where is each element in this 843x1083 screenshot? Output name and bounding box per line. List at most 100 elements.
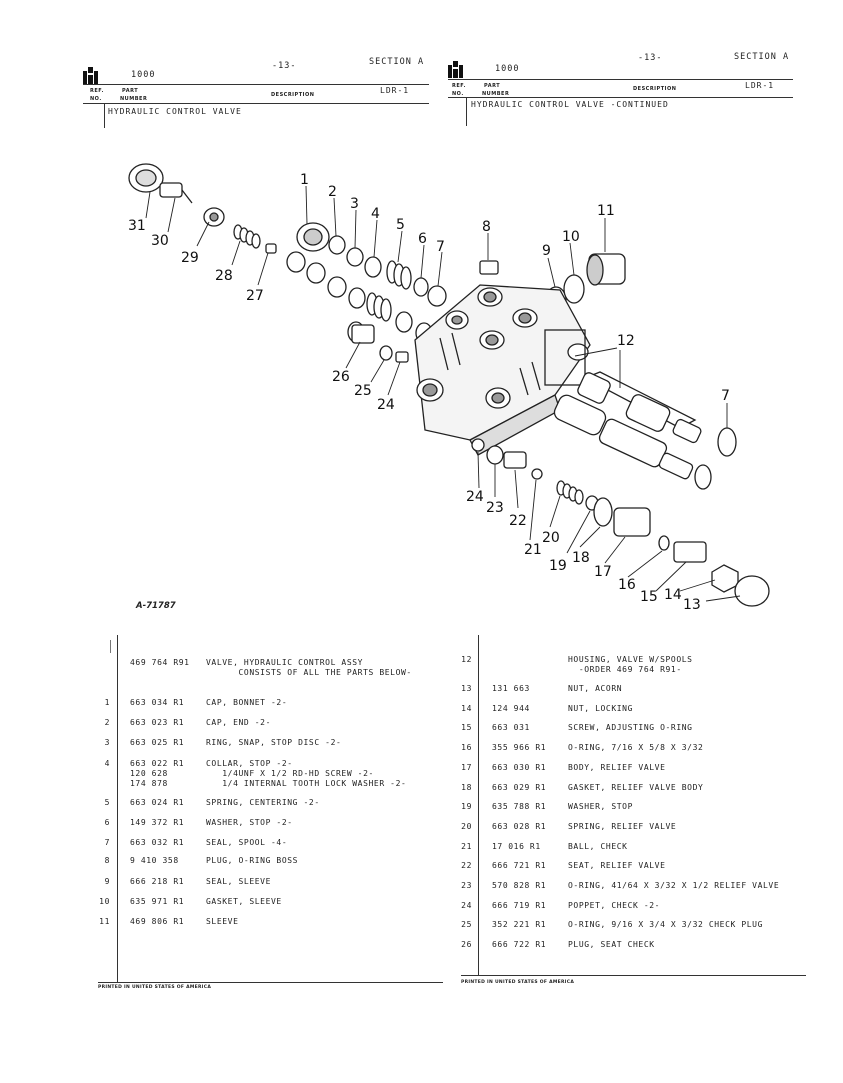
sleeve-gasket-shape [563, 274, 585, 304]
part-number: 17 016 R1 [492, 842, 541, 851]
ref-number: 18 [461, 783, 472, 792]
part-description: SEAT, RELIEF VALVE [568, 861, 666, 870]
callout-2: 2 [328, 184, 337, 200]
part-number: 9 410 358 [130, 856, 179, 865]
ref-number: 25 [461, 920, 472, 929]
part-description: NUT, ACORN [568, 684, 623, 693]
part-number: 663 029 R1 [492, 783, 547, 792]
left-section: SECTION A [369, 57, 425, 67]
part-description: SEAL, SPOOL -4- [206, 838, 288, 847]
cap-end-shape [328, 235, 346, 255]
part-description: -ORDER 469 764 R91- [568, 665, 682, 674]
right-printed-note: PRINTED IN UNITED STATES OF AMERICA [461, 980, 575, 985]
part-description: O-RING, 41/64 X 3/32 X 1/2 RELIEF VALVE [568, 881, 780, 890]
part-number: 663 025 R1 [130, 738, 185, 747]
part-number: 663 030 R1 [492, 763, 547, 772]
left-subtitle: HYDRAULIC CONTROL VALVE [108, 107, 242, 116]
part-description: HOUSING, VALVE W/SPOOLS [568, 655, 693, 664]
callout-17: 17 [594, 564, 612, 580]
adjusting-screw-shape [673, 541, 707, 563]
left-col-no: NO. [90, 96, 102, 102]
part-number: 131 663 [492, 684, 530, 693]
callout-26: 26 [332, 369, 350, 385]
part-description: CAP, END -2- [206, 718, 271, 727]
leader-lines [145, 185, 741, 602]
part-number: 663 023 R1 [130, 718, 185, 727]
part-description: PLUG, SEAT CHECK [568, 940, 655, 949]
oring-boss-plug-shape [479, 260, 499, 275]
callout-31: 31 [128, 218, 146, 234]
screw-shape [159, 182, 183, 198]
callout-4: 4 [371, 206, 380, 222]
spool-seal-right-shape [717, 427, 737, 457]
part-description: WASHER, STOP [568, 802, 633, 811]
right-footer-rule [461, 975, 806, 976]
ref-number: 16 [461, 743, 472, 752]
ref-number: 12 [461, 655, 472, 664]
ref-number: 10 [99, 897, 110, 906]
callout-18: 18 [572, 550, 590, 566]
part-description: SCREW, ADJUSTING O-RING [568, 723, 693, 732]
right-col-ref: REF. [452, 83, 466, 89]
part-description: POPPET, CHECK -2- [568, 901, 661, 910]
part-description: GASKET, SLEEVE [206, 897, 282, 906]
left-header-divider [104, 104, 105, 128]
left-col-description: DESCRIPTION [271, 92, 315, 98]
callout-30: 30 [151, 233, 169, 249]
callout-5: 5 [396, 217, 405, 233]
part-description: BALL, CHECK [568, 842, 628, 851]
right-col-no: NO. [452, 91, 464, 97]
part-description: 1/4UNF X 1/2 RD-HD SCREW -2- [206, 769, 374, 778]
right-page-number: -13- [638, 53, 663, 63]
spool-upper-shape [577, 371, 702, 444]
part-description: 1/4 INTERNAL TOOTH LOCK WASHER -2- [206, 779, 407, 788]
part-number: 663 022 R1 [130, 759, 185, 768]
ref-number: 21 [461, 842, 472, 851]
ref-number: 11 [99, 917, 110, 926]
part-description: RING, SNAP, STOP DISC -2- [206, 738, 342, 747]
left-page-number: -13- [272, 61, 297, 71]
ref-number: 1 [104, 698, 110, 707]
callout-23: 23 [486, 500, 504, 516]
ref-number: 22 [461, 861, 472, 870]
stop-washer-shape [413, 277, 429, 297]
centering-spring-shape [386, 260, 412, 290]
part-description: O-RING, 7/16 X 5/8 X 3/32 [568, 743, 704, 752]
part-number: 570 828 R1 [492, 881, 547, 890]
right-header-divider [466, 98, 467, 126]
callout-7: 7 [436, 239, 445, 255]
right-header-rule-top [448, 79, 793, 81]
right-subtitle: HYDRAULIC CONTROL VALVE -CONTINUED [471, 100, 669, 109]
snap-ring-shape [346, 247, 364, 267]
part-description: COLLAR, STOP -2- [206, 759, 293, 768]
part-number: 635 971 R1 [130, 897, 185, 906]
part-description: PLUG, O-RING BOSS [206, 856, 299, 865]
valve-housing-shape [414, 284, 591, 456]
callout-labels: 1 2 3 4 5 6 7 8 9 10 11 12 7 26 25 24 24… [128, 172, 730, 613]
callout-8: 8 [482, 219, 491, 235]
check-poppet-shape [395, 351, 409, 363]
ref-number: 4 [104, 759, 110, 768]
part-number: 149 372 R1 [130, 818, 185, 827]
spool-lower-shape [553, 394, 694, 480]
left-printed-note: PRINTED IN UNITED STATES OF AMERICA [98, 985, 212, 990]
part-number: 666 721 R1 [492, 861, 547, 870]
part-description: CAP, BONNET -2- [206, 698, 288, 707]
seat-check-plug-shape [347, 321, 375, 344]
ref-number: 3 [104, 738, 110, 747]
ref-number: 13 [461, 684, 472, 693]
relief-spring-shape [556, 480, 584, 505]
callout-11: 11 [597, 203, 615, 219]
ref-number: 2 [104, 718, 110, 727]
left-header-rule-top [83, 84, 429, 86]
callout-13: 13 [683, 597, 701, 613]
ih-logo-icon [448, 61, 463, 78]
part-number: 663 024 R1 [130, 798, 185, 807]
callout-10: 10 [562, 229, 580, 245]
stop-collar-shape [364, 256, 382, 278]
ref-number: 20 [461, 822, 472, 831]
part-number: 352 221 R1 [492, 920, 547, 929]
callout-19: 19 [549, 558, 567, 574]
callout-28: 28 [215, 268, 233, 284]
ref-number: 8 [104, 856, 110, 865]
